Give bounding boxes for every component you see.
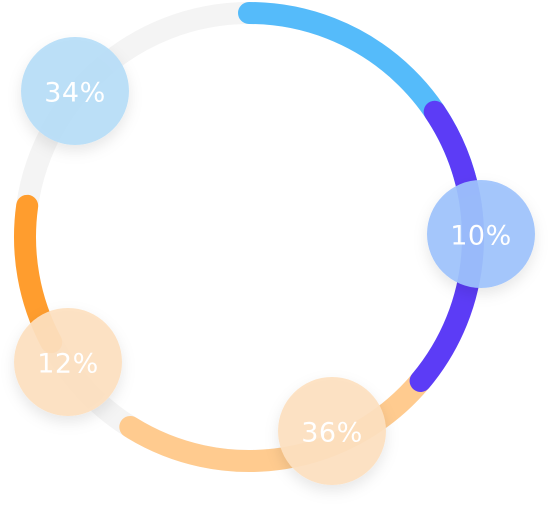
slice-bubble-34: 34% xyxy=(21,37,129,145)
slice-bubble-10: 10% xyxy=(427,180,535,288)
slice-label: 34% xyxy=(44,78,106,109)
slice-label: 12% xyxy=(37,349,99,380)
slice-bubble-36: 36% xyxy=(278,377,386,485)
ring-bubbles: 34% 12% 36% 10% xyxy=(14,37,535,485)
bubble-circle xyxy=(21,37,129,145)
bubble-circle xyxy=(427,180,535,288)
slice-label: 36% xyxy=(301,418,363,449)
slice-label: 10% xyxy=(450,221,512,252)
slice-bubble-12: 12% xyxy=(14,308,122,416)
bubble-circle xyxy=(278,377,386,485)
bubble-circle xyxy=(14,308,122,416)
ring-segment-36 xyxy=(119,369,432,472)
